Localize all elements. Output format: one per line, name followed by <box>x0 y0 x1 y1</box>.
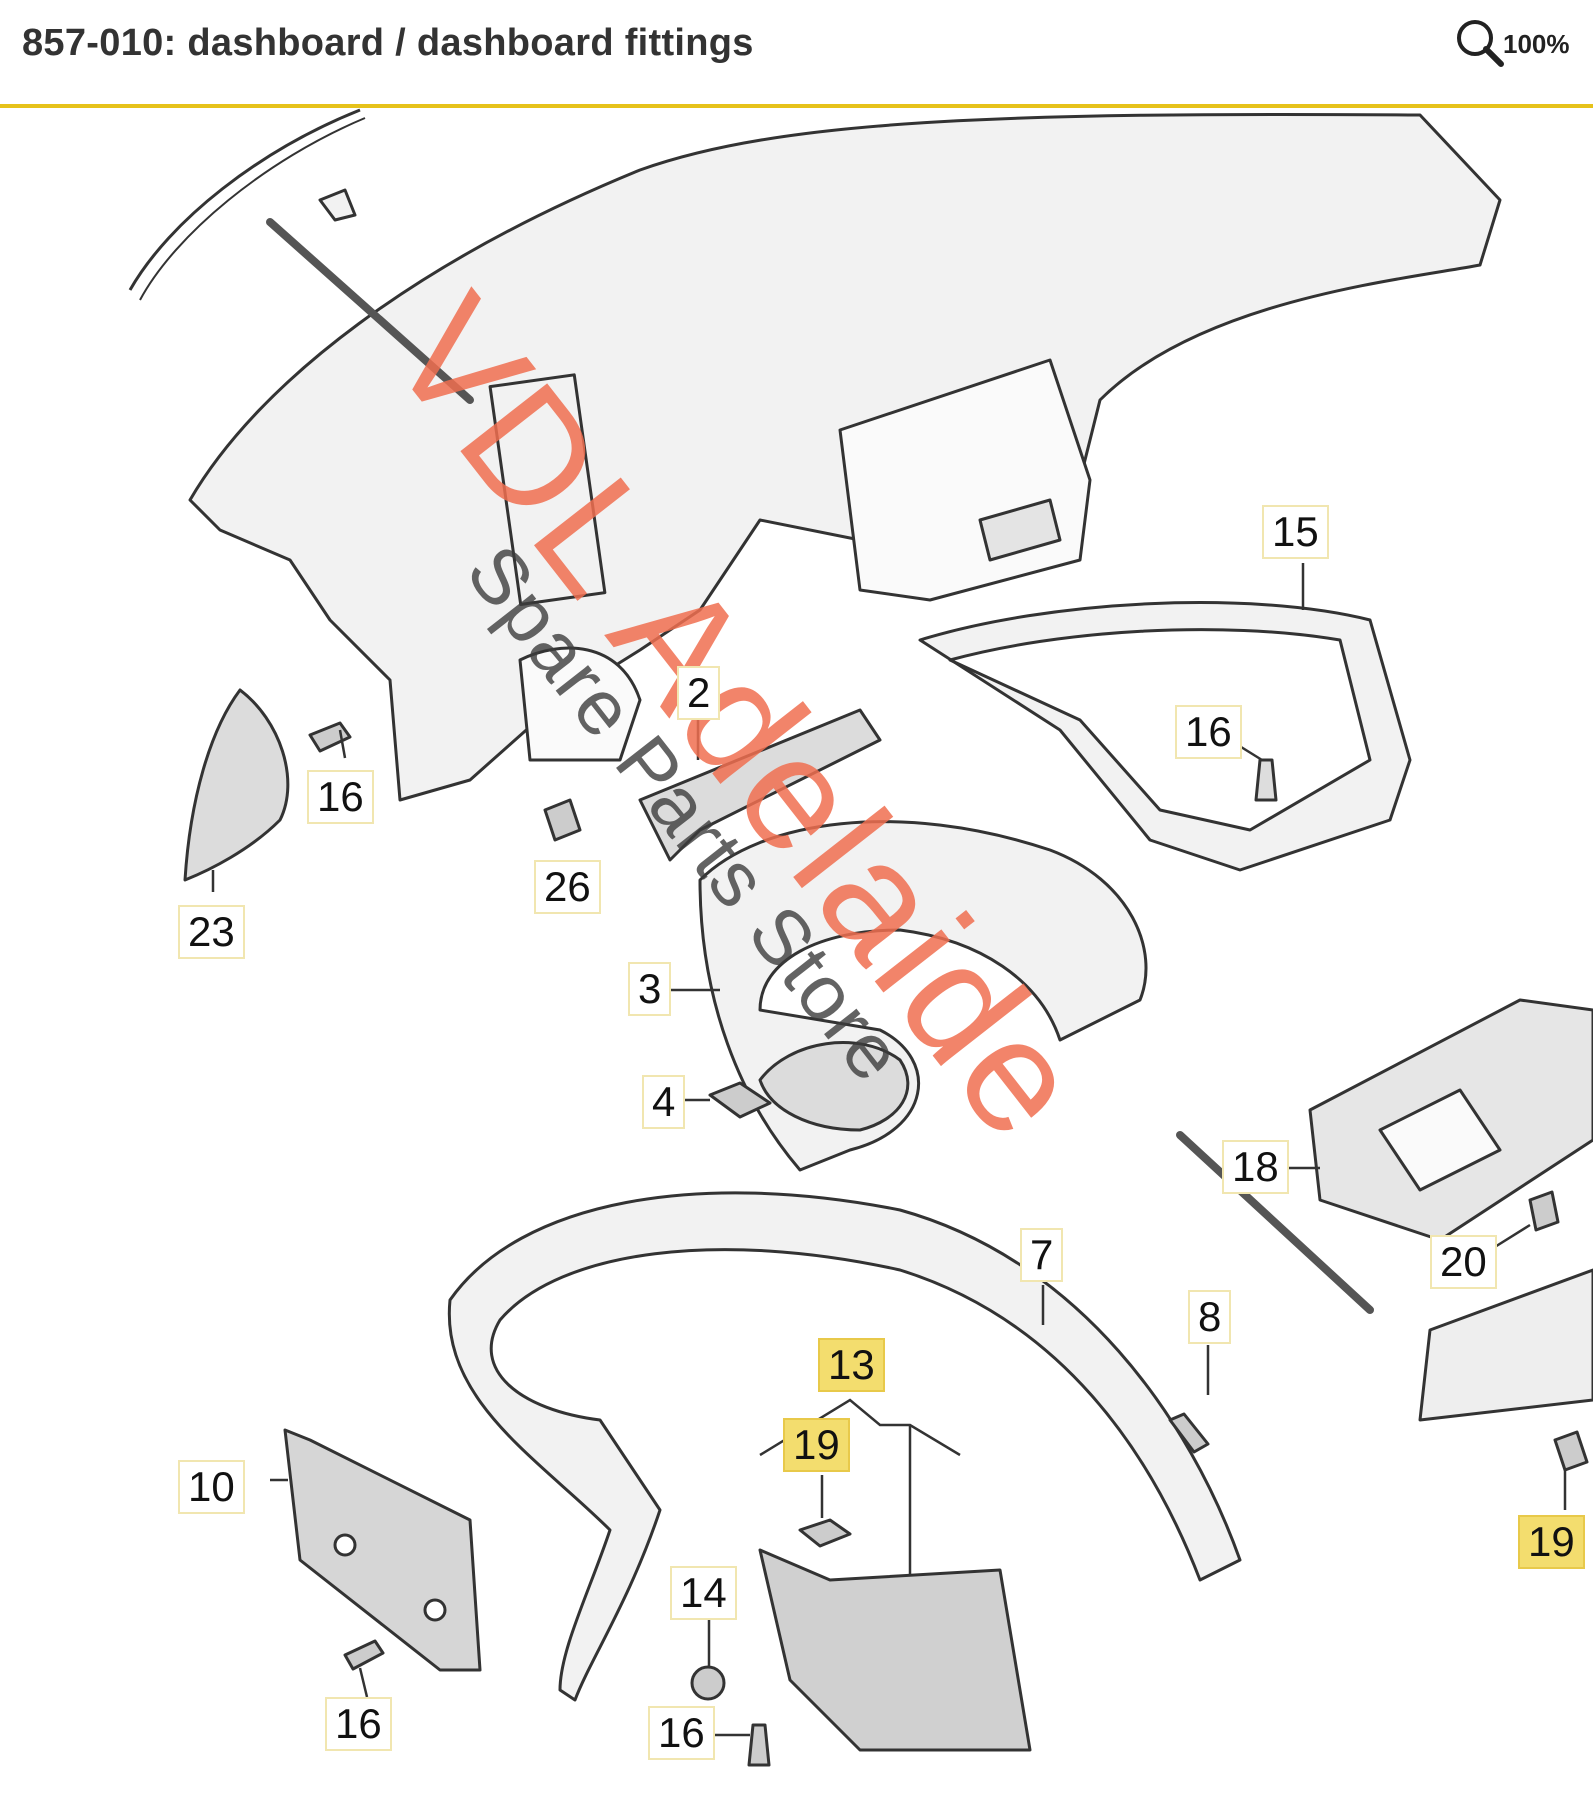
magnifier-icon <box>1457 20 1504 67</box>
dashboard-exploded-view <box>128 108 1593 1767</box>
zoom-control[interactable]: 100% <box>1453 14 1593 74</box>
callout-13[interactable]: 13 <box>818 1338 885 1393</box>
callout-16[interactable]: 16 <box>307 770 374 825</box>
callout-20[interactable]: 20 <box>1430 1235 1497 1290</box>
part-23-end-cap <box>183 688 290 882</box>
part-10-panel <box>283 1428 482 1672</box>
callout-14[interactable]: 14 <box>670 1566 737 1621</box>
callout-18[interactable]: 18 <box>1222 1140 1289 1195</box>
callout-7[interactable]: 7 <box>1020 1228 1064 1283</box>
callout-15[interactable]: 15 <box>1262 505 1329 560</box>
callout-23[interactable]: 23 <box>178 905 245 960</box>
page-header: 857-010: dashboard / dashboard fittings … <box>0 0 1593 108</box>
parts-diagram: VDL Adelaide Spare Parts Store <box>0 108 1593 1800</box>
callout-10[interactable]: 10 <box>178 1460 245 1515</box>
callout-8[interactable]: 8 <box>1188 1290 1232 1345</box>
callout-3[interactable]: 3 <box>628 962 672 1017</box>
part-13-panel <box>758 1548 1032 1752</box>
screw-part-16 <box>1254 758 1278 802</box>
callout-19[interactable]: 19 <box>1518 1515 1585 1570</box>
page-title: 857-010: dashboard / dashboard fittings <box>22 22 754 64</box>
part-3-column-cover <box>698 820 1148 1172</box>
callout-2[interactable]: 2 <box>677 666 721 721</box>
callout-19[interactable]: 19 <box>783 1418 850 1473</box>
callout-16[interactable]: 16 <box>1175 705 1242 760</box>
part-2-bracket <box>638 708 882 862</box>
callout-16[interactable]: 16 <box>325 1697 392 1752</box>
callout-26[interactable]: 26 <box>534 860 601 915</box>
callout-4[interactable]: 4 <box>642 1075 686 1130</box>
zoom-label: 100% <box>1503 28 1570 59</box>
callout-16[interactable]: 16 <box>648 1706 715 1761</box>
